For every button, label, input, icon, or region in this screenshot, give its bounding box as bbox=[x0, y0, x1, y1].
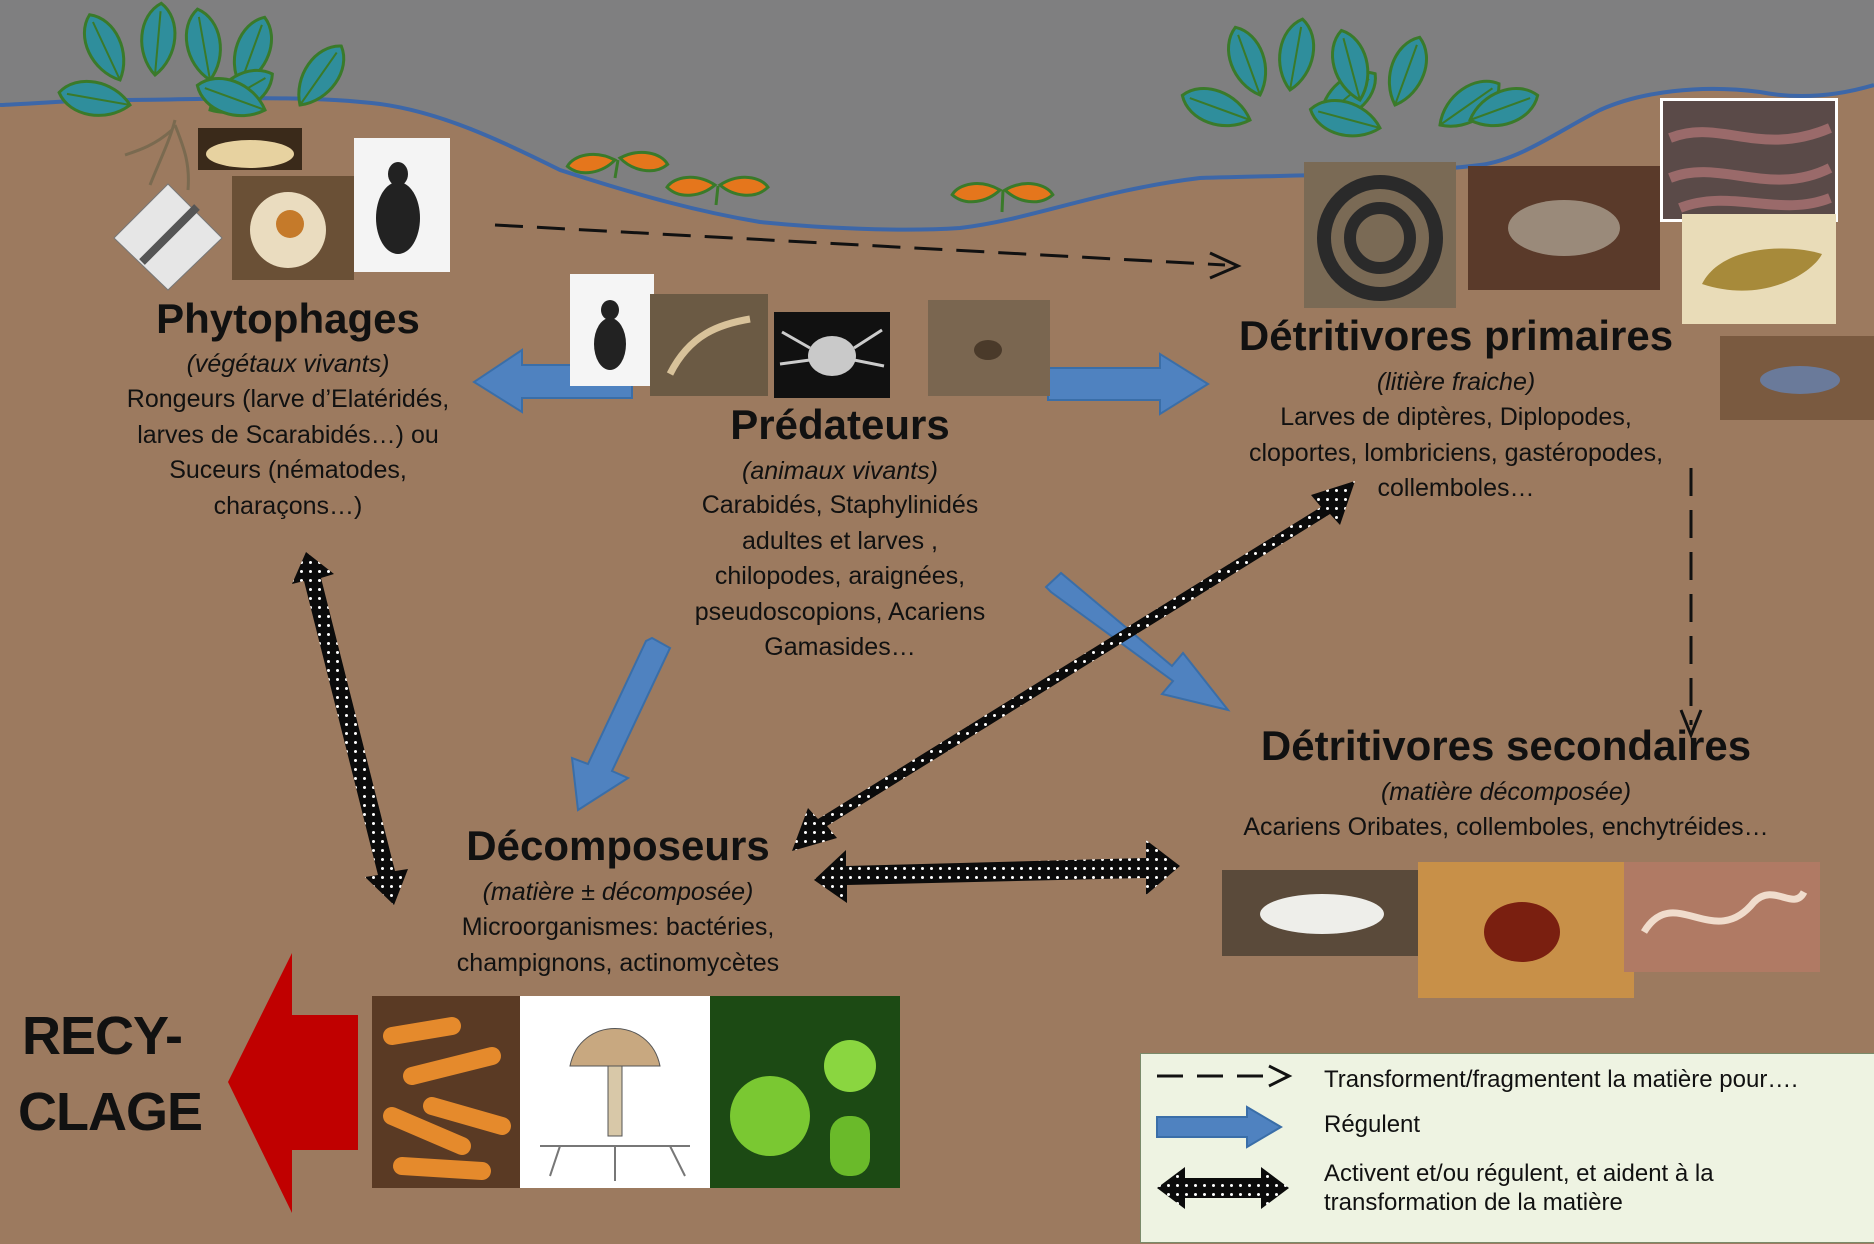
description-line: larves de Scarabidés…) ou bbox=[88, 418, 488, 454]
phytophages-subtitle: (végétaux vivants) bbox=[88, 347, 488, 381]
description-line: cloportes, lombriciens, gastéropodes, bbox=[1156, 436, 1756, 472]
predateurs-description: Carabidés, Staphylinidés adultes et larv… bbox=[640, 488, 1040, 666]
decomposeurs-description: Microorganismes: bactéries, champignons,… bbox=[418, 910, 818, 981]
woodlouse-photo bbox=[1468, 166, 1660, 290]
legend-black-line-1: Activent et/ou régulent, et aident à la bbox=[1324, 1159, 1714, 1188]
black-double-arrow-icon bbox=[1155, 1163, 1291, 1213]
description-line: Microorganismes: bactéries, bbox=[418, 910, 818, 946]
detritivores-primaires-subtitle: (litière fraiche) bbox=[1156, 365, 1756, 399]
recycle-arrow bbox=[228, 953, 358, 1213]
fungus-diagram-photo bbox=[520, 996, 710, 1188]
blue-arrow-icon bbox=[1155, 1105, 1291, 1149]
predateurs-subtitle: (animaux vivants) bbox=[640, 454, 1040, 488]
decomposeurs-title: Décomposeurs bbox=[418, 822, 818, 870]
legend-black-line-2: transformation de la matière bbox=[1324, 1188, 1714, 1217]
description-line: champignons, actinomycètes bbox=[418, 946, 818, 982]
decomposeurs-subtitle: (matière ± décomposée) bbox=[418, 875, 818, 909]
description-line: Acariens Oribates, collemboles, enchytré… bbox=[1156, 810, 1856, 846]
description-line: Suceurs (nématodes, bbox=[88, 453, 488, 489]
legend-dashed-label: Transforment/fragmentent la matière pour… bbox=[1324, 1065, 1798, 1094]
bacteria-photo bbox=[372, 996, 520, 1188]
earthworms-photo bbox=[1660, 98, 1838, 222]
ground-beetle-photo bbox=[570, 274, 654, 386]
dashed-arrow-primaires-to-secondaires bbox=[1681, 468, 1701, 735]
wireworm-larva-photo bbox=[112, 182, 224, 292]
predatory-mite-photo bbox=[774, 312, 890, 398]
dashed-arrow-icon bbox=[1155, 1062, 1297, 1090]
description-line: Carabidés, Staphylinidés bbox=[640, 488, 1040, 524]
detritivores-primaires-description: Larves de diptères, Diplopodes, cloporte… bbox=[1156, 400, 1756, 507]
centipede-photo bbox=[650, 294, 768, 396]
recycle-line-2: CLAGE bbox=[18, 1074, 202, 1150]
description-line: collemboles… bbox=[1156, 471, 1756, 507]
detritivores-secondaires-subtitle: (matière décomposée) bbox=[1206, 775, 1806, 809]
slug-photo bbox=[1682, 214, 1836, 324]
green-microbes-photo bbox=[710, 996, 900, 1188]
description-line: Gamasides… bbox=[640, 630, 1040, 666]
legend-row-blue: Régulent bbox=[1141, 1099, 1874, 1149]
enchytraeid-worm-photo bbox=[1624, 862, 1820, 972]
beetle-larva-photo bbox=[232, 176, 354, 280]
phytophages-description: Rongeurs (larve d’Elatéridés, larves de … bbox=[88, 382, 488, 524]
description-line: Rongeurs (larve d’Elatéridés, bbox=[88, 382, 488, 418]
legend-row-black: Activent et/ou régulent, et aident à la … bbox=[1141, 1149, 1874, 1244]
legend-black-label: Activent et/ou régulent, et aident à la … bbox=[1324, 1159, 1714, 1217]
description-line: chilopodes, araignées, bbox=[640, 559, 1040, 595]
description-line: adultes et larves , bbox=[640, 524, 1040, 560]
weevil-photo bbox=[354, 138, 450, 272]
description-line: pseudoscopions, Acariens bbox=[640, 595, 1040, 631]
oribatid-mite-photo bbox=[1418, 862, 1634, 998]
description-line: Larves de diptères, Diplopodes, bbox=[1156, 400, 1756, 436]
detritivores-primaires-title: Détritivores primaires bbox=[1156, 312, 1756, 360]
phytophages-title: Phytophages bbox=[88, 295, 488, 343]
legend-blue-label: Régulent bbox=[1324, 1110, 1420, 1139]
detritivores-secondaires-description: Acariens Oribates, collemboles, enchytré… bbox=[1156, 810, 1856, 846]
dashed-arrow-phyto-to-detritivores bbox=[495, 225, 1238, 278]
legend-row-dashed: Transforment/fragmentent la matière pour… bbox=[1141, 1054, 1874, 1099]
millipede-photo bbox=[1304, 162, 1456, 308]
white-grub-photo bbox=[198, 128, 302, 170]
recycle-label: RECY- CLAGE bbox=[18, 998, 202, 1150]
spider-photo bbox=[928, 300, 1050, 396]
legend: Transforment/fragmentent la matière pour… bbox=[1140, 1053, 1874, 1243]
description-line: charaçons…) bbox=[88, 489, 488, 525]
activate-arrow-decomposeurs-secondaires bbox=[814, 840, 1180, 903]
detritivores-secondaires-title: Détritivores secondaires bbox=[1206, 722, 1806, 770]
predateurs-title: Prédateurs bbox=[640, 401, 1040, 449]
activate-arrow-phyto-decomposeurs bbox=[292, 552, 408, 905]
white-springtail-photo bbox=[1222, 870, 1420, 956]
recycle-line-1: RECY- bbox=[18, 998, 202, 1074]
